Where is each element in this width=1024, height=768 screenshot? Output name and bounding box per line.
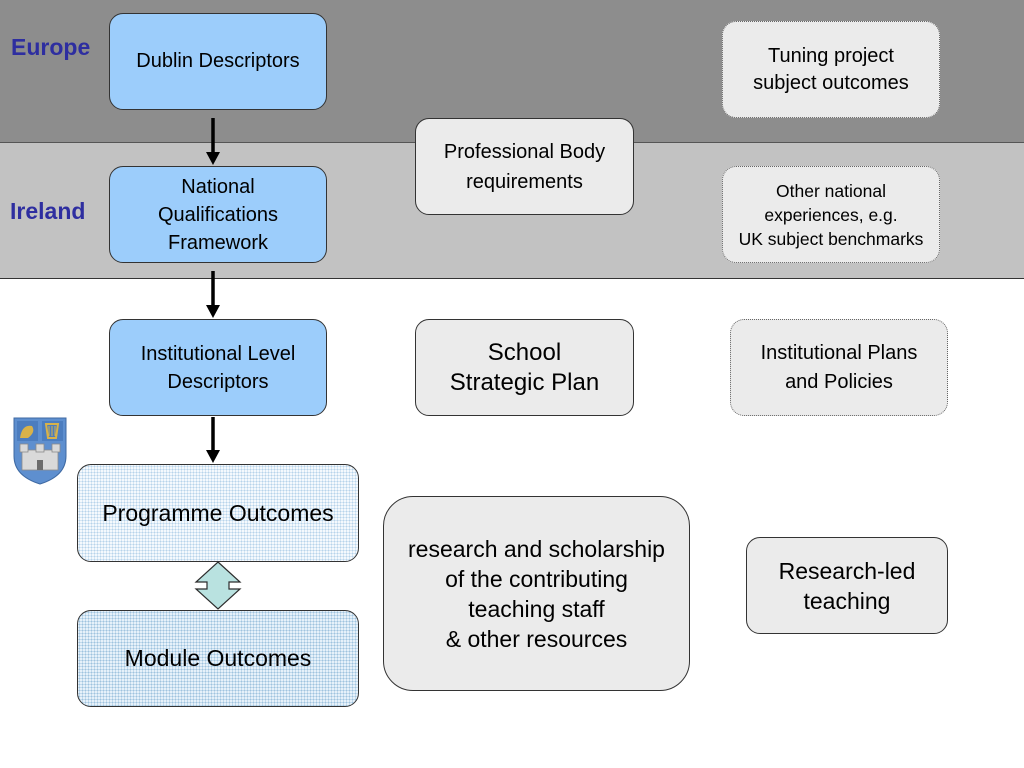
other-national-experiences-box: Other national experiences, e.g. UK subj… <box>722 166 940 263</box>
programme-outcomes-box: Programme Outcomes <box>77 464 359 562</box>
institutional-level-descriptors-box: Institutional Level Descriptors <box>109 319 327 416</box>
module-outcomes-box: Module Outcomes <box>77 610 359 707</box>
professional-body-requirements-box: Professional Body requirements <box>415 118 634 215</box>
double-arrow-programme-module <box>194 561 242 610</box>
institutional-plans-policies-box: Institutional Plans and Policies <box>730 319 948 416</box>
region-label-europe: Europe <box>11 34 91 60</box>
research-led-teaching-box: Research-led teaching <box>746 537 948 634</box>
research-scholarship-box: research and scholarship of the contribu… <box>383 496 690 691</box>
college-crest-icon <box>13 417 67 485</box>
school-strategic-plan-box: School Strategic Plan <box>415 319 634 416</box>
arrow-nqf-to-institutional <box>206 271 220 318</box>
arrow-institutional-to-programme <box>206 417 220 463</box>
region-label-ireland: Ireland <box>10 198 86 224</box>
tuning-project-box: Tuning project subject outcomes <box>722 21 940 118</box>
arrow-dublin-to-nqf <box>206 118 220 165</box>
dublin-descriptors-box: Dublin Descriptors <box>109 13 327 110</box>
national-qualifications-framework-box: National Qualifications Framework <box>109 166 327 263</box>
